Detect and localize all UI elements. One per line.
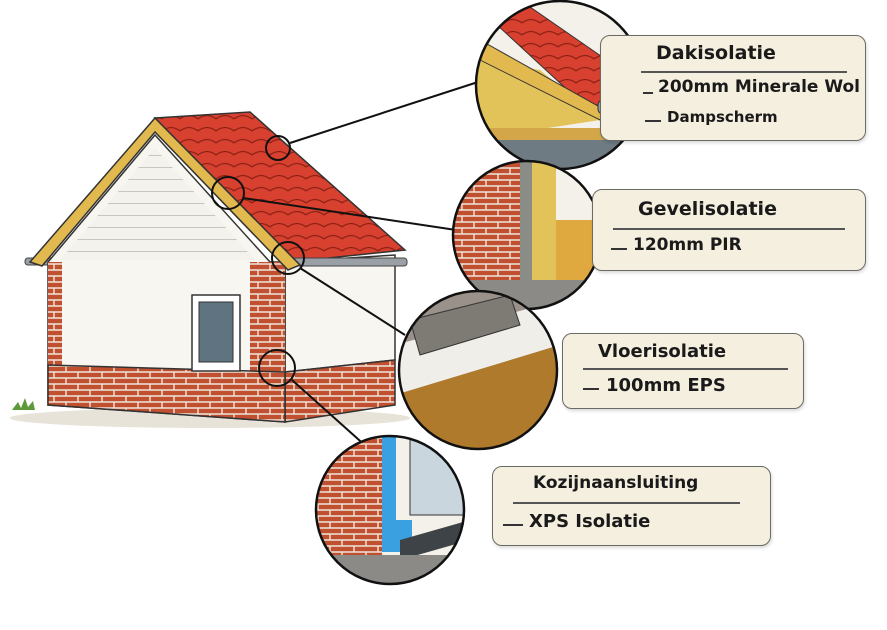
fascia <box>28 116 302 271</box>
detail-floor <box>397 289 559 451</box>
callout-title: Vloerisolatie <box>598 341 727 362</box>
connector-lines <box>242 81 479 449</box>
divider <box>641 71 847 73</box>
callout-item: 100mm EPS <box>606 375 726 396</box>
house-side-wall <box>284 254 396 423</box>
callout-gevelisolatie: Gevelisolatie 120mm PIR <box>592 189 866 271</box>
leader-tick <box>611 248 627 250</box>
divider <box>613 228 845 230</box>
leader-tick <box>503 524 523 526</box>
callout-item: XPS Isolatie <box>529 511 651 532</box>
callout-item: 200mm Minerale Wol <box>658 77 860 97</box>
leader-tick <box>643 92 653 94</box>
detail-window-frame <box>314 434 466 586</box>
callout-item: Dampscherm <box>667 108 778 126</box>
callout-title: Dakisolatie <box>656 42 776 64</box>
detail-markers <box>211 135 305 387</box>
leader-tick <box>583 388 599 390</box>
callout-title: Gevelisolatie <box>638 198 777 220</box>
callout-kozijnaansluiting: Kozijnaansluiting XPS Isolatie <box>492 466 771 546</box>
window <box>191 294 241 372</box>
callout-vloerisolatie: Vloerisolatie 100mm EPS <box>562 333 804 409</box>
divider <box>513 502 740 504</box>
leader-tick <box>645 120 661 122</box>
callout-item: 120mm PIR <box>633 235 742 255</box>
divider <box>583 368 788 370</box>
callout-title: Kozijnaansluiting <box>533 473 699 493</box>
callout-dakisolatie: Dakisolatie 200mm Minerale Wol Dampscher… <box>600 35 866 141</box>
detail-wall <box>451 159 603 311</box>
